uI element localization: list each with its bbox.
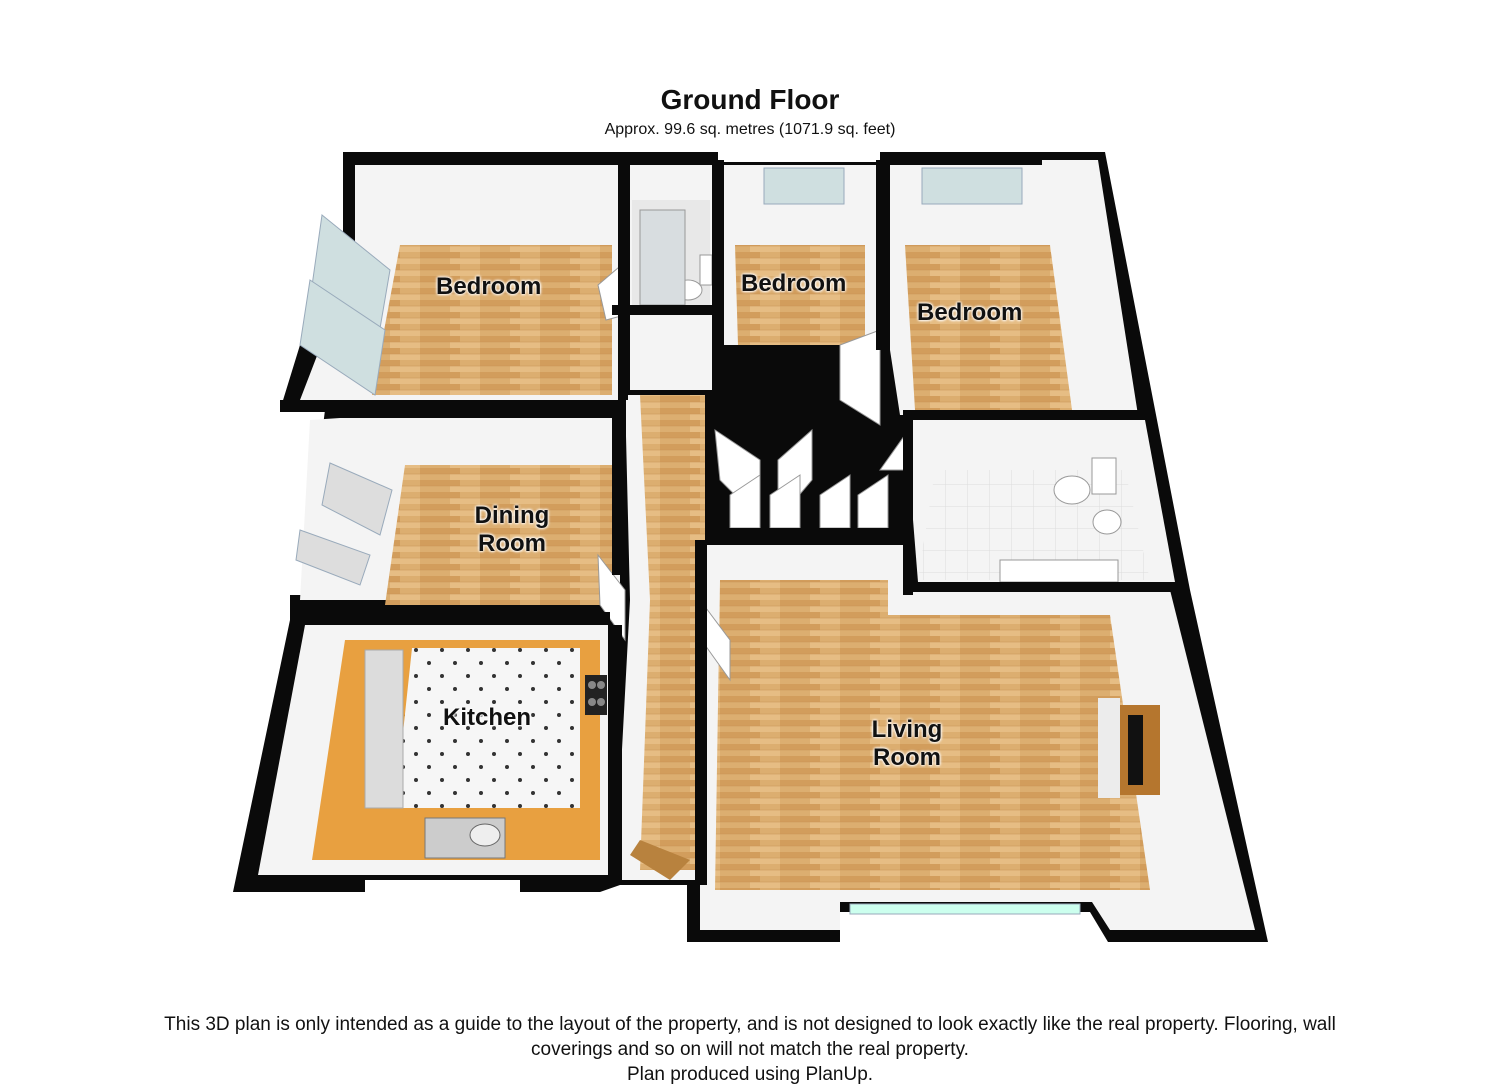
bathroom-floor [918, 470, 1150, 580]
kitchen-label: Kitchen [443, 704, 532, 731]
living-floor [715, 580, 1150, 890]
windows [295, 167, 1081, 915]
doors [597, 260, 913, 682]
disclaimer: This 3D plan is only intended as a guide… [30, 1012, 1470, 1087]
kitchen-tile-floor [395, 648, 580, 808]
plan-title: Ground Floor [660, 84, 840, 115]
disclaimer-line-1: This 3D plan is only intended as a guide… [164, 1014, 1336, 1035]
fixtures [364, 209, 1160, 880]
bedroom-label-1: Bedroom [436, 273, 542, 300]
bedroom-3-floor [905, 245, 1072, 410]
dining-room-label: Dining Room [474, 502, 550, 557]
disclaimer-line-2: coverings and so on will not match the r… [531, 1039, 969, 1060]
internal-walls [280, 160, 1180, 885]
hall-floor [640, 395, 705, 870]
living-room-label: Living Room [871, 716, 943, 771]
bedroom-1-floor [372, 245, 612, 395]
dining-floor [385, 465, 612, 605]
bedroom-2-floor [735, 245, 865, 345]
disclaimer-line-3: Plan produced using PlanUp. [626, 1064, 874, 1085]
bedroom-label-3: Bedroom [917, 299, 1023, 326]
bedroom-label-2: Bedroom [741, 270, 847, 297]
plan-area: Approx. 99.6 sq. metres (1071.9 sq. feet… [604, 121, 896, 138]
